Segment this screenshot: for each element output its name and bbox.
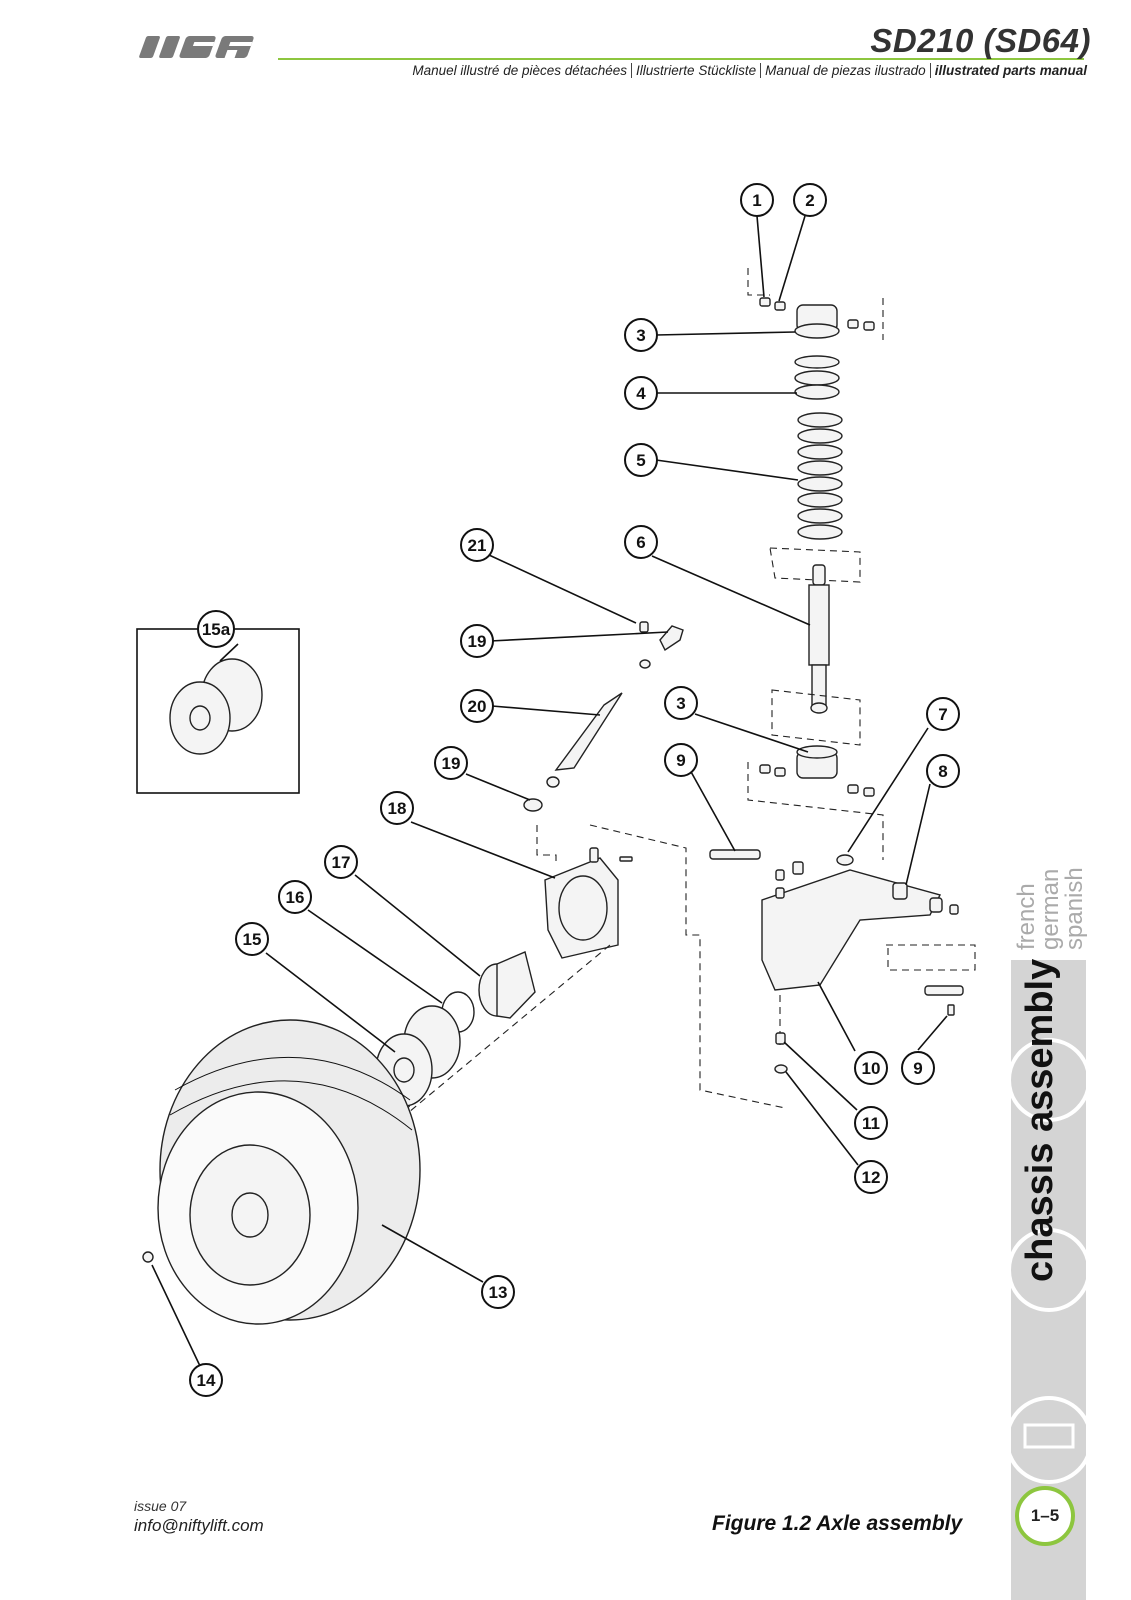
spring-seat: [794, 355, 840, 400]
washer: [774, 1064, 788, 1074]
callout-11: 11: [862, 1114, 880, 1133]
axle-carrier: [709, 849, 959, 991]
callout-2: 2: [805, 191, 814, 210]
callout-20: 20: [468, 697, 487, 716]
hub-adaptor: [478, 951, 536, 1019]
callout-18: 18: [388, 799, 407, 818]
callout-8: 8: [938, 762, 947, 781]
callout-14: 14: [197, 1371, 216, 1390]
section-title: chassis assembly: [1019, 958, 1061, 1282]
callout-17: 17: [332, 853, 351, 872]
coil-spring: [797, 412, 843, 540]
shock-absorber: [808, 564, 830, 714]
callout-7: 7: [938, 705, 947, 724]
tie-rod-assembly: [523, 621, 684, 812]
contact-email: info@niftylift.com: [134, 1516, 264, 1535]
callout-3-upper: 3: [636, 326, 645, 345]
callout-12: 12: [862, 1168, 881, 1187]
callout-19-upper: 19: [468, 632, 487, 651]
callout-5: 5: [636, 451, 645, 470]
inset-hub: [169, 658, 263, 755]
language-strip: french german spanish: [1011, 850, 1088, 960]
callout-circles: [189, 183, 960, 1397]
pivot-pin: [924, 985, 964, 1016]
issue-label: issue 07: [134, 1498, 187, 1514]
wheel-tyre: [157, 1019, 421, 1325]
page-number: 1–5: [1015, 1486, 1075, 1546]
upper-spring-mount: [747, 268, 884, 340]
wheel-hub: [375, 1005, 461, 1107]
callout-15a: 15a: [202, 620, 231, 639]
subtitle-english: illustrated parts manual: [929, 63, 1091, 78]
callout-19-lower: 19: [442, 754, 461, 773]
callout-9-left: 9: [676, 751, 685, 770]
wheel-nut: [142, 1251, 154, 1263]
subtitle-spanish: Manual de piezas ilustrado: [760, 63, 930, 78]
callout-16: 16: [286, 888, 305, 907]
callout-21: 21: [468, 536, 487, 555]
callout-10: 10: [862, 1059, 881, 1078]
figure-caption: Figure 1.2 Axle assembly: [712, 1512, 963, 1535]
tab-watermark-icons: [1011, 1038, 1086, 1484]
callout-15: 15: [243, 930, 262, 949]
subtitle-german: Illustrierte Stückliste: [631, 63, 760, 78]
callout-6: 6: [636, 533, 645, 552]
callout-9-right: 9: [913, 1059, 922, 1078]
kingpin-bracket: [544, 847, 633, 959]
document-title: SD210 (SD64): [870, 22, 1091, 59]
leader-lines: [151, 215, 948, 1367]
bush: [775, 1032, 786, 1045]
callout-3-lower: 3: [676, 694, 685, 713]
lang-spanish: spanish: [1061, 867, 1088, 950]
callout-13: 13: [489, 1283, 508, 1302]
niftylift-logo: [139, 36, 254, 58]
header-rule: [278, 58, 1084, 60]
manual-subtitles: Manuel illustré de pièces détachées Illu…: [408, 63, 1091, 78]
callout-4: 4: [636, 384, 646, 403]
axle-assembly-diagram: .ln { stroke: #111; stroke-width: 1.6; f…: [136, 183, 976, 1397]
lower-spring-mount: [747, 745, 884, 860]
callout-1: 1: [752, 191, 761, 210]
subtitle-french: Manuel illustré de pièces détachées: [412, 63, 628, 78]
